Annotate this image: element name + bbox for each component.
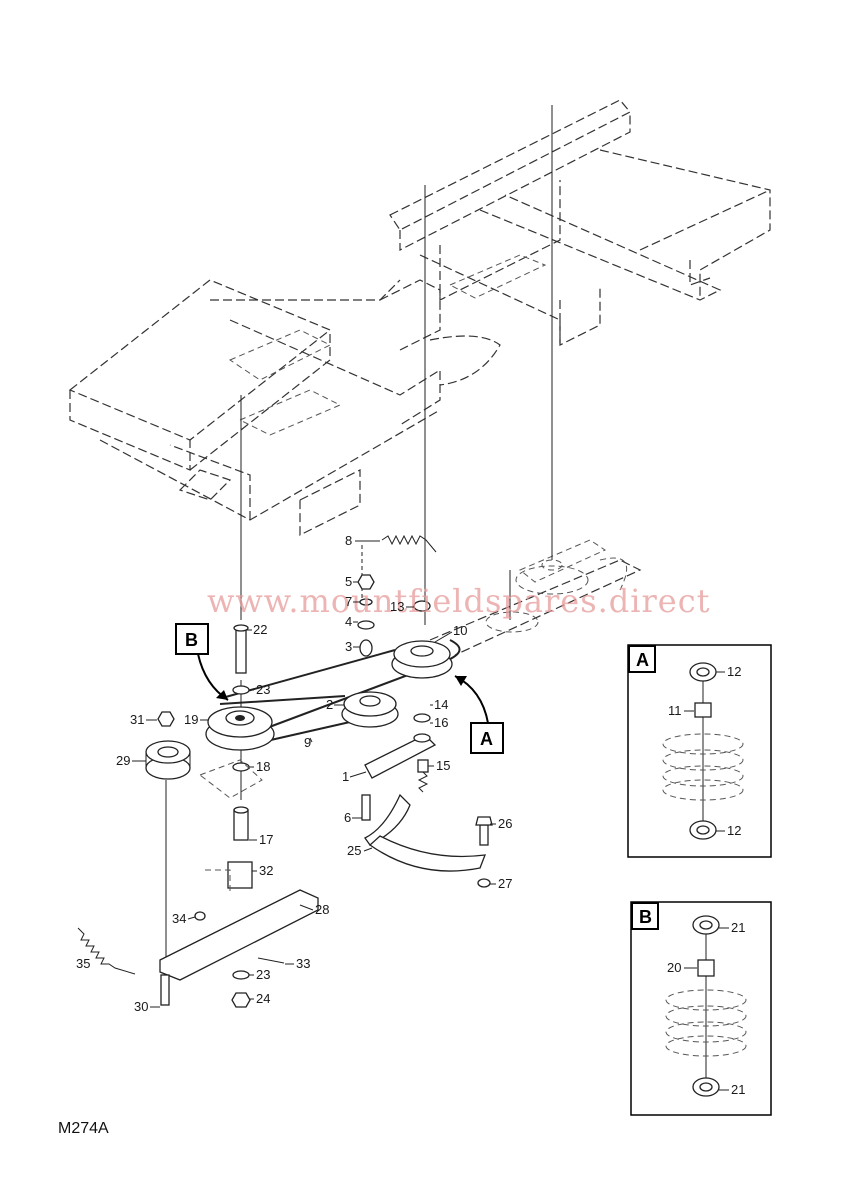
part-label-23b: 23 xyxy=(256,967,270,982)
pulley-2 xyxy=(341,691,399,728)
detail-b-title: B xyxy=(639,907,652,927)
part-label-27: 27 xyxy=(498,876,512,891)
part-label-5: 5 xyxy=(345,574,352,589)
detail-b-part-top: 21 xyxy=(731,920,745,935)
part-label-3: 3 xyxy=(345,639,352,654)
belt-drive xyxy=(145,559,589,780)
part-label-34: 34 xyxy=(172,911,186,926)
callout-a-label: A xyxy=(480,729,493,749)
part-label-30: 30 xyxy=(134,999,148,1014)
callout-a: A xyxy=(454,675,504,754)
part-label-14: 14 xyxy=(434,697,448,712)
part-label-31: 31 xyxy=(130,712,144,727)
pulley-19 xyxy=(205,706,275,751)
part-label-24: 24 xyxy=(256,991,270,1006)
part-label-32: 32 xyxy=(259,863,273,878)
detail-a-part-top: 12 xyxy=(727,664,741,679)
callout-b: B xyxy=(175,623,229,701)
part-label-15: 15 xyxy=(436,758,450,773)
part-label-25: 25 xyxy=(347,843,361,858)
part-labels: 8 5 7 4 3 13 10 22 23 2 14 16 31 19 9 29… xyxy=(76,533,512,1014)
part-label-8: 8 xyxy=(345,533,352,548)
chassis-frame xyxy=(68,99,771,656)
part-label-7: 7 xyxy=(345,594,352,609)
callout-b-label: B xyxy=(185,630,198,650)
detail-b-part-bottom: 21 xyxy=(731,1082,745,1097)
hardware xyxy=(77,534,493,1008)
part-label-6: 6 xyxy=(344,810,351,825)
part-label-1: 1 xyxy=(342,769,349,784)
part-label-33: 33 xyxy=(296,956,310,971)
diagram-code: M274A xyxy=(58,1120,109,1137)
detail-a-title: A xyxy=(636,650,649,670)
part-label-26: 26 xyxy=(498,816,512,831)
detail-box-b: B 21 20 21 xyxy=(630,901,772,1116)
part-label-16: 16 xyxy=(434,715,448,730)
part-label-23a: 23 xyxy=(256,682,270,697)
detail-a-part-bottom: 12 xyxy=(727,823,741,838)
part-label-17: 17 xyxy=(259,832,273,847)
part-label-35: 35 xyxy=(76,956,90,971)
watermark-text: www.mountfieldspares.direct xyxy=(207,582,711,620)
pulley-10 xyxy=(391,640,453,679)
part-label-29: 29 xyxy=(116,753,130,768)
part-label-2: 2 xyxy=(326,697,333,712)
part-label-28: 28 xyxy=(315,902,329,917)
part-label-13: 13 xyxy=(390,599,404,614)
part-label-18: 18 xyxy=(256,759,270,774)
pulley-29 xyxy=(145,740,191,780)
part-label-22: 22 xyxy=(253,622,267,637)
detail-a-part-middle: 11 xyxy=(668,703,682,718)
detail-b-part-middle: 20 xyxy=(667,960,681,975)
part-label-9: 9 xyxy=(304,735,311,750)
part-label-19: 19 xyxy=(184,712,198,727)
part-label-4: 4 xyxy=(345,614,352,629)
location-lines xyxy=(165,105,553,960)
part-label-10: 10 xyxy=(453,623,467,638)
detail-box-a: A 12 11 12 xyxy=(627,644,772,858)
